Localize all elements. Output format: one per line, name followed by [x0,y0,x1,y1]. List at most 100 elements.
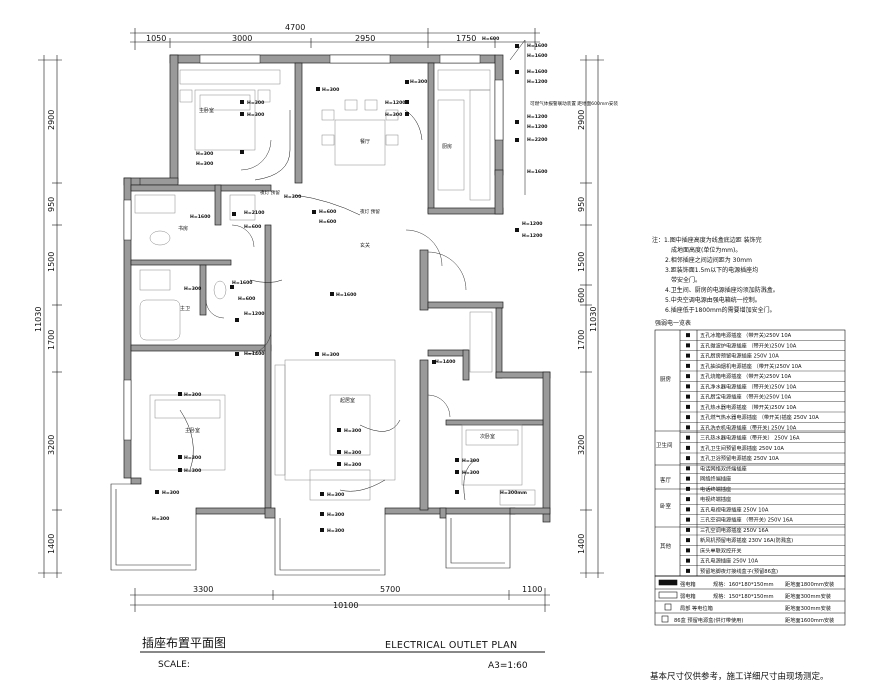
svg-text:H=1200: H=1200 [522,233,542,239]
svg-text:H=300: H=300 [152,516,169,522]
legend-row-label: 五孔抽油烟机电源插座 （带开关)250V 10A [700,362,802,370]
outlet-symbol-icon [686,548,690,553]
dim-left-950: 950 [47,197,56,212]
legend-categories: 厨房 卫生间 客厅 卧室 其他 [656,375,673,550]
svg-text:H=300: H=300 [344,450,361,456]
dim-left-1400: 1400 [47,534,56,554]
svg-text:注：1.图中插座高度为线盒底边距 装饰完: 注：1.图中插座高度为线盒底边距 装饰完 [652,236,762,244]
panel-height-3: 距地面300mm安装 [785,604,831,612]
svg-text:H=1600: H=1600 [190,214,210,220]
bottom-dimension-chain [130,588,550,612]
outlet-symbol-icon [686,486,690,491]
furniture [134,69,536,506]
outlet-symbol-icon [686,476,690,481]
outlet-symbol-icon [686,445,690,450]
svg-text:H=1600: H=1600 [527,69,547,75]
dim-top-1050: 1050 [146,34,166,43]
left-dimension-chain [38,55,62,578]
svg-text:H=1600: H=1600 [527,53,547,59]
room-label-second-bedroom: 次卧室 [480,433,495,440]
drawing-title-en: ELECTRICAL OUTLET PLAN [385,640,517,651]
svg-text:H=1200: H=1200 [527,124,547,130]
svg-text:H=300: H=300 [184,286,201,292]
svg-text:H=1400: H=1400 [435,359,455,365]
scale-label: SCALE: [158,660,190,670]
svg-text:H=600: H=600 [319,219,336,225]
legend-row-label: 新风机预留电源插座 230V 16A(防溅盒) [700,536,793,544]
svg-text:H=1400: H=1400 [244,351,264,357]
dim-left-11030: 11030 [34,307,43,332]
legend-cat-kitchen: 厨房 [660,375,672,383]
legend-row-label: 五孔烧箱电源插座 （带开关)250V 10A [700,372,792,380]
legend-row-label: 五孔卫浴预留电源插座 250V 10A [700,454,779,462]
svg-text:H=1200: H=1200 [527,79,547,85]
svg-text:H=300: H=300 [247,112,264,118]
dim-left-2900: 2900 [47,110,56,130]
night-light-note-1: 夜灯 预留 [260,189,280,196]
svg-text:H=300mm: H=300mm [500,490,527,496]
scale-value: A3=1:60 [488,661,528,671]
room-label-master-bedroom: 主卧室 [199,107,214,114]
doors [205,139,467,418]
outlet-symbol-icon [686,507,690,512]
svg-text:H=300: H=300 [327,512,344,518]
panel-spec-2: 规格：150*180*150mm [713,592,774,600]
outlet-wiring [179,39,526,501]
legend-cat-bath: 卫生间 [656,441,673,449]
dim-left-1700: 1700 [47,330,56,350]
legend-heading: 强弱电一览表 [655,319,691,327]
legend-row-label: 电话网络双终端插座 [700,464,747,472]
svg-text:H=300: H=300 [385,112,402,118]
outlet-symbol-icon [686,527,690,532]
outlet-symbol-icon [686,394,690,399]
room-label-living: 起居室 [340,397,355,404]
outlet-symbol-icon [686,435,690,440]
dim-right-950: 950 [577,197,586,212]
outlet-symbol-icon [686,343,690,348]
svg-text:H=600: H=600 [244,224,261,230]
top-dimension-chain [130,28,540,50]
outlet-height-tags: H=300 H=300 H=300 H=300 H=300 H=1200 H=3… [152,36,547,534]
legend-row-label: 三孔空调电源插座 250V 16A [700,526,769,534]
legend-row-label: 电视终端插座 [700,495,731,503]
outlet-symbol-icon [686,466,690,471]
svg-text:H=300: H=300 [196,161,213,167]
svg-text:H=300: H=300 [327,492,344,498]
legend-row-label: 五孔电视电源插座 250V 10A [700,505,769,513]
dim-top-3000: 3000 [232,34,252,43]
panel-height-1: 距地面1800mm安装 [785,580,834,588]
svg-text:H=300: H=300 [322,87,339,93]
legend-row-label: 五孔厨房预留电源插座 250V 10A [700,352,779,360]
svg-text:H=300: H=300 [327,528,344,534]
panel-name-3: 局部 等电位箱 [680,604,713,612]
panel-name-1: 强电箱 [680,580,696,588]
legend-row-label: 电话终端插座 [700,485,731,493]
outlet-symbol-icon [686,333,690,338]
svg-text:H=300: H=300 [344,428,361,434]
legend-cat-living: 客厅 [660,476,672,484]
room-label-bath: 主卫 [180,305,190,312]
legend-cat-bedroom: 卧室 [660,502,672,510]
legend-row-label: 五孔洗衣机电源插座（带开关) 250V 10A [700,423,797,431]
dim-top-4700: 4700 [285,23,305,32]
panel-legend-text: 强电箱 规格：160*180*150mm 距地面1800mm安装 弱电箱 规格：… [674,580,834,624]
panel-legend [654,575,846,626]
footer-note: 基本尺寸仅供参考，施工详细尺寸由现场测定。 [650,671,829,682]
dim-bottom-5700: 5700 [380,585,400,594]
svg-text:5.中央空调电源由强电箱统一控制。: 5.中央空调电源由强电箱统一控制。 [665,296,761,304]
svg-text:H=300: H=300 [162,490,179,496]
dim-top-1750: 1750 [456,34,476,43]
svg-text:H=300: H=300 [322,352,339,358]
balcony-outline [110,178,511,576]
svg-text:H=2200: H=2200 [527,137,547,143]
outlet-symbol-icon [686,517,690,522]
svg-text:2.相邻插座之间边间距为 30mm: 2.相邻插座之间边间距为 30mm [665,256,752,264]
panel-spec-1: 规格：160*180*150mm [713,580,774,588]
svg-text:H=300: H=300 [184,392,201,398]
legend-row-label: 网络终端插座 [700,475,731,483]
svg-text:带安全门。: 带安全门。 [671,276,701,284]
legend-row-label: 五孔燃气热水器电源插座 （带开关)插座 250V 10A [700,413,819,421]
dim-top-2950: 2950 [355,34,375,43]
svg-text:H=1200: H=1200 [244,311,264,317]
